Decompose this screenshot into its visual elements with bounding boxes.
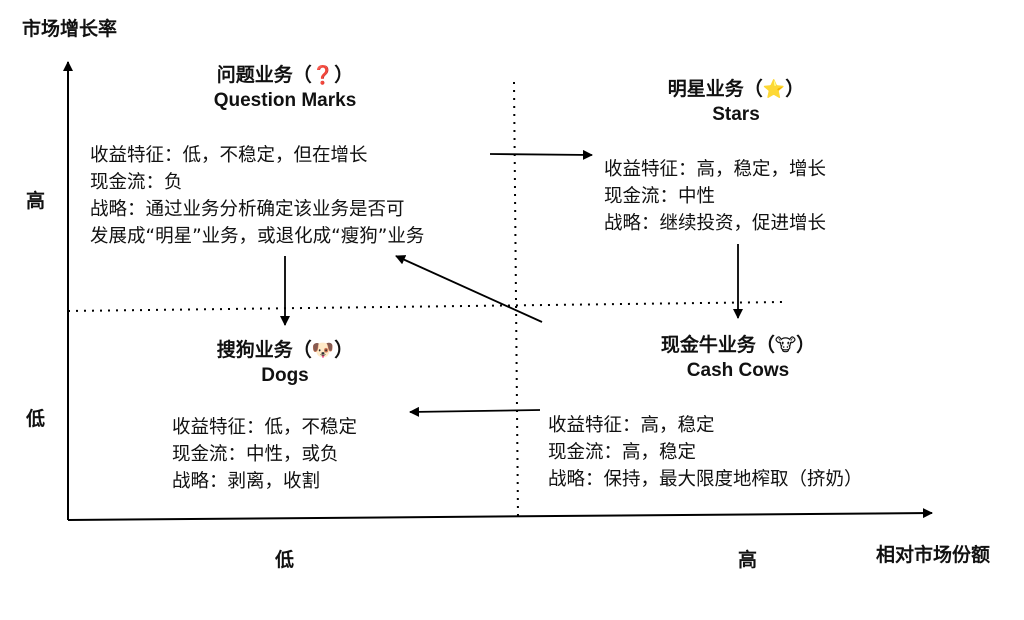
stars-line: 收益特征：高，稳定，增长	[604, 159, 827, 180]
x-axis-high-label: 高	[738, 549, 758, 571]
dogs-line: 收益特征：低，不稳定	[172, 417, 358, 438]
cash-cows-line: 现金流：高，稳定	[548, 442, 697, 463]
question-marks-line: 战略：通过业务分析确定该业务是否可	[90, 199, 405, 220]
arrow-cashcows-to-question	[395, 255, 543, 323]
vertical-divider	[513, 81, 519, 519]
dogs-title: 搜狗业务（🐶）	[216, 339, 354, 361]
stars-body: 收益特征：高，稳定，增长 现金流：中性 战略：继续投资，促进增长	[604, 156, 826, 237]
y-axis-title: 市场增长率	[22, 18, 118, 40]
y-axis-low-label: 低	[26, 408, 46, 430]
dogs-line: 现金流：中性，或负	[172, 444, 339, 465]
x-axis-title: 相对市场份额	[876, 544, 991, 566]
arrow-cashcows-to-dogs	[409, 406, 541, 417]
dogs-body: 收益特征：低，不稳定 现金流：中性，或负 战略：剥离，收割	[172, 414, 357, 495]
x-axis-low-label: 低	[275, 549, 295, 571]
dog-icon: 🐶	[311, 340, 335, 361]
question-marks-line: 收益特征：低，不稳定，但在增长	[90, 145, 368, 166]
cash-cows-line: 战略：保持，最大限度地榨取（挤奶）	[548, 469, 863, 490]
cash-cows-body: 收益特征：高，稳定 现金流：高，稳定 战略：保持，最大限度地榨取（挤奶）	[548, 412, 863, 493]
star-icon: ⭐	[762, 79, 786, 100]
stars-title: 明星业务（⭐）	[667, 78, 805, 100]
cash-cows-subtitle: Cash Cows	[686, 360, 790, 381]
y-axis-high-label: 高	[26, 190, 46, 212]
dogs-line: 战略：剥离，收割	[172, 471, 321, 492]
dogs-subtitle: Dogs	[261, 365, 309, 386]
stars-line: 战略：继续投资，促进增长	[604, 213, 827, 234]
question-marks-line: 现金流：负	[90, 172, 183, 193]
horizontal-divider	[67, 301, 785, 312]
stars-subtitle: Stars	[712, 104, 760, 125]
question-marks-title: 问题业务（❓）	[216, 64, 354, 86]
cow-icon: 🐮	[774, 335, 797, 356]
cash-cows-line: 收益特征：高，稳定	[548, 415, 715, 436]
question-marks-body: 收益特征：低，不稳定，但在增长 现金流：负 战略：通过业务分析确定该业务是否可 …	[90, 142, 424, 250]
cash-cows-title: 现金牛业务（🐮）	[660, 334, 816, 356]
question-marks-line: 发展成“明星”业务，或退化成“瘦狗”业务	[90, 226, 425, 247]
question-mark-icon: ❓	[311, 65, 335, 86]
question-marks-subtitle: Question Marks	[213, 90, 357, 111]
stars-line: 现金流：中性	[604, 186, 716, 207]
arrow-question-to-stars	[489, 149, 593, 160]
x-axis	[67, 508, 933, 521]
